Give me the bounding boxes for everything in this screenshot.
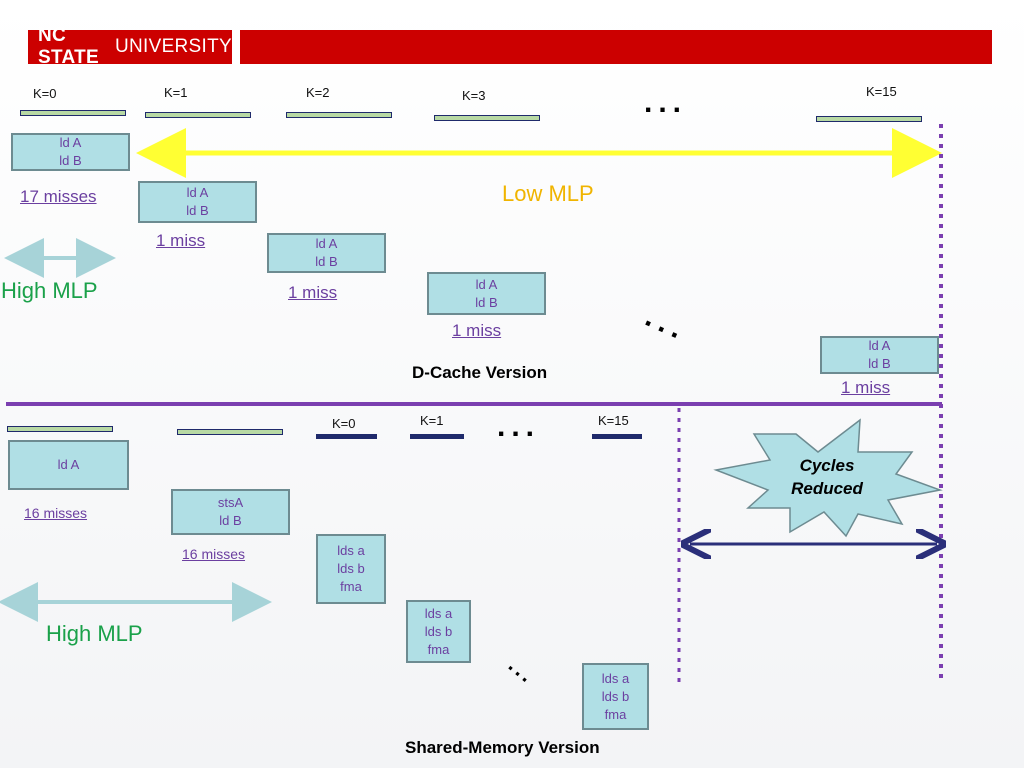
instr-line: ld A bbox=[57, 457, 80, 472]
k-label: K=1 bbox=[420, 413, 444, 428]
instr-line: lds b bbox=[601, 688, 630, 704]
low-mlp-label: Low MLP bbox=[502, 181, 594, 206]
instr-line: ld A bbox=[59, 135, 82, 150]
instruction-box: ld A ld B bbox=[138, 181, 257, 223]
instr-line: ld B bbox=[219, 513, 242, 528]
ellipsis: ... bbox=[644, 86, 688, 119]
miss-count: 1 miss bbox=[288, 283, 338, 302]
cycles-reduced-line: Reduced bbox=[791, 479, 863, 498]
k-label: K=2 bbox=[306, 85, 330, 100]
logo-brand-rest: UNIVERSITY bbox=[114, 36, 232, 57]
timeline-bar bbox=[410, 434, 464, 439]
banner-separator bbox=[232, 30, 240, 64]
miss-count: 1 miss bbox=[452, 321, 502, 340]
timeline-bar bbox=[20, 110, 126, 116]
miss-count: 17 misses bbox=[20, 187, 97, 206]
k-label: K=0 bbox=[33, 86, 57, 101]
university-logo: NC STATE UNIVERSITY bbox=[28, 25, 232, 68]
instr-line: ld A bbox=[186, 185, 209, 200]
instruction-box: stsA ld B bbox=[171, 489, 290, 535]
instr-line: lds a bbox=[337, 543, 365, 558]
instr-line: lds a bbox=[424, 605, 453, 621]
instr-line: ld B bbox=[315, 254, 338, 269]
miss-count: 16 misses bbox=[182, 546, 246, 562]
k-label: K=0 bbox=[332, 416, 356, 431]
instruction-box: lds a lds b fma bbox=[316, 534, 386, 604]
instr-line: fma bbox=[340, 579, 362, 594]
high-mlp-label: High MLP bbox=[1, 278, 98, 303]
k-label: K=1 bbox=[164, 85, 188, 100]
logo-brand-bold: NC STATE bbox=[38, 25, 99, 68]
timeline-bar bbox=[592, 434, 642, 439]
instruction-box: ld A ld B bbox=[11, 133, 130, 171]
timeline-bar bbox=[7, 426, 113, 432]
instr-line: ld B bbox=[475, 294, 498, 310]
instruction-box: ld A ld B bbox=[820, 336, 939, 374]
instr-line: stsA bbox=[217, 495, 244, 510]
timeline-bar bbox=[177, 429, 283, 435]
cycles-reduced-star bbox=[713, 418, 943, 538]
instr-line: ld B bbox=[186, 203, 209, 218]
instr-line: ld A bbox=[868, 338, 891, 353]
instruction-box: ld A ld B bbox=[427, 272, 546, 315]
instruction-box: lds a lds b fma bbox=[406, 600, 471, 663]
instr-line: ld B bbox=[868, 356, 891, 371]
instr-line: ld A bbox=[475, 276, 498, 292]
dcache-caption: D-Cache Version bbox=[412, 363, 548, 382]
timeline-bar bbox=[286, 112, 392, 118]
instr-line: fma bbox=[427, 641, 450, 657]
cycles-reduced-text: Cycles Reduced bbox=[772, 454, 882, 500]
miss-count: 1 miss bbox=[841, 378, 891, 397]
miss-count: 1 miss bbox=[156, 231, 206, 250]
instr-line: lds a bbox=[601, 670, 630, 686]
instr-line: ld B bbox=[59, 153, 82, 168]
header-banner bbox=[240, 30, 992, 64]
timeline-bar bbox=[316, 434, 377, 439]
instruction-box: ld A bbox=[8, 440, 129, 490]
instruction-box: ld A ld B bbox=[267, 233, 386, 273]
instr-line: lds b bbox=[424, 623, 453, 639]
k-label: K=3 bbox=[462, 88, 486, 103]
instr-line: lds b bbox=[337, 561, 365, 576]
timeline-bar bbox=[816, 116, 922, 122]
timeline-bar bbox=[145, 112, 251, 118]
miss-count: 16 misses bbox=[24, 505, 88, 521]
k-label: K=15 bbox=[598, 413, 629, 428]
ellipsis: ... bbox=[497, 410, 541, 443]
cycles-reduced-line: Cycles bbox=[799, 456, 855, 475]
instr-line: fma bbox=[604, 706, 627, 722]
timeline-bar bbox=[434, 115, 540, 121]
shared-memory-caption: Shared-Memory Version bbox=[405, 738, 600, 757]
instr-line: ld A bbox=[315, 236, 338, 251]
high-mlp-label: High MLP bbox=[46, 621, 143, 646]
k-label: K=15 bbox=[866, 84, 897, 99]
instruction-box: lds a lds b fma bbox=[582, 663, 649, 730]
